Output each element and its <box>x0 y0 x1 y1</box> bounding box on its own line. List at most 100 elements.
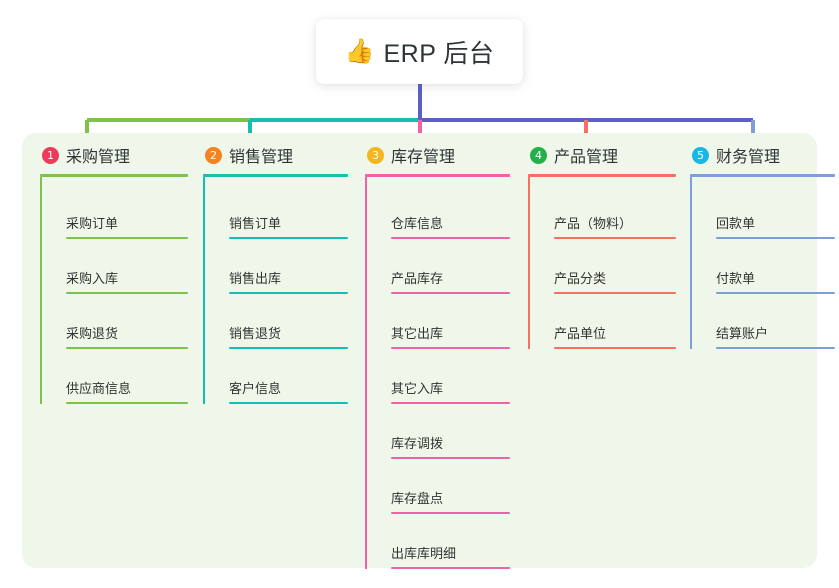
menu-item-label: 供应商信息 <box>66 381 132 396</box>
menu-item-rule <box>554 237 676 239</box>
menu-item-label: 采购退货 <box>66 326 119 341</box>
menu-item-rule <box>716 292 835 294</box>
menu-item[interactable]: 销售退货 <box>203 294 348 349</box>
menu-item[interactable]: 采购退货 <box>40 294 188 349</box>
menu-item-rule <box>66 402 188 404</box>
column-2: 2 销售管理销售订单销售出库销售退货客户信息 <box>203 142 348 404</box>
menu-item-rule <box>66 292 188 294</box>
menu-item[interactable]: 其它出库 <box>365 294 510 349</box>
menu-item-label: 库存调拨 <box>391 436 444 451</box>
menu-item-rule <box>66 347 188 349</box>
menu-item-label: 采购入库 <box>66 271 119 286</box>
menu-item-rule <box>66 237 188 239</box>
menu-item-rule <box>229 292 348 294</box>
menu-item-label: 产品库存 <box>391 271 444 286</box>
column-badge-icon: 2 <box>205 146 222 164</box>
menu-item-label: 产品单位 <box>554 326 607 341</box>
menu-item-label: 销售订单 <box>229 216 282 231</box>
menu-item-label: 仓库信息 <box>391 216 444 231</box>
column-header-1[interactable]: 1 采购管理 <box>40 142 188 168</box>
column-header-rule <box>203 174 348 177</box>
column-header-rule <box>690 174 835 177</box>
menu-item-label: 采购订单 <box>66 216 119 231</box>
menu-item-label: 回款单 <box>716 216 756 231</box>
diagram-panel <box>22 133 817 568</box>
menu-item[interactable]: 库存调拨 <box>365 404 510 459</box>
thumbs-up-icon: 👍 <box>344 37 375 65</box>
menu-item-label: 出库库明细 <box>391 546 457 561</box>
menu-item[interactable]: 客户信息 <box>203 349 348 404</box>
menu-item-rule <box>716 347 835 349</box>
column-title: 产品管理 <box>554 149 619 166</box>
menu-item[interactable]: 产品（物料） <box>528 177 676 239</box>
menu-item[interactable]: 供应商信息 <box>40 349 188 404</box>
column-items: 仓库信息产品库存其它出库其它入库库存调拨库存盘点出库库明细 <box>365 177 510 569</box>
menu-item[interactable]: 采购入库 <box>40 239 188 294</box>
menu-item-rule <box>554 292 676 294</box>
menu-item-label: 其它出库 <box>391 326 444 341</box>
root-node-card[interactable]: 👍 ERP 后台 <box>316 19 523 84</box>
menu-item-rule <box>716 237 835 239</box>
menu-item-label: 库存盘点 <box>391 491 444 506</box>
menu-item-label: 结算账户 <box>716 326 769 341</box>
column-title: 库存管理 <box>391 149 456 166</box>
menu-item[interactable]: 采购订单 <box>40 177 188 239</box>
column-header-2[interactable]: 2 销售管理 <box>203 142 348 168</box>
column-spine <box>365 177 367 569</box>
column-badge-icon: 4 <box>530 146 547 164</box>
menu-item-label: 产品（物料） <box>554 216 633 231</box>
menu-item[interactable]: 产品单位 <box>528 294 676 349</box>
menu-item-label: 其它入库 <box>391 381 444 396</box>
menu-item-rule <box>391 402 510 404</box>
menu-item[interactable]: 产品库存 <box>365 239 510 294</box>
column-spine <box>203 177 205 404</box>
column-title: 销售管理 <box>229 149 294 166</box>
column-title: 财务管理 <box>716 149 781 166</box>
menu-item[interactable]: 回款单 <box>690 177 835 239</box>
column-items: 销售订单销售出库销售退货客户信息 <box>203 177 348 404</box>
menu-item-rule <box>391 292 510 294</box>
menu-item[interactable]: 销售订单 <box>203 177 348 239</box>
menu-item-rule <box>229 347 348 349</box>
menu-item-label: 付款单 <box>716 271 756 286</box>
menu-item-label: 销售退货 <box>229 326 282 341</box>
column-badge-icon: 3 <box>367 146 384 164</box>
column-header-3[interactable]: 3 库存管理 <box>365 142 510 168</box>
column-spine <box>40 177 42 404</box>
column-items: 采购订单采购入库采购退货供应商信息 <box>40 177 188 404</box>
menu-item[interactable]: 产品分类 <box>528 239 676 294</box>
column-header-4[interactable]: 4 产品管理 <box>528 142 676 168</box>
menu-item-rule <box>229 402 348 404</box>
column-4: 4 产品管理产品（物料） 产品分类产品单位 <box>528 142 676 349</box>
menu-item-rule <box>391 457 510 459</box>
menu-item-label: 客户信息 <box>229 381 282 396</box>
column-title: 采购管理 <box>66 149 131 166</box>
menu-item-rule <box>229 237 348 239</box>
column-3: 3 库存管理仓库信息产品库存其它出库其它入库库存调拨库存盘点出库库明细 <box>365 142 510 569</box>
column-header-rule <box>528 174 676 177</box>
menu-item-label: 销售出库 <box>229 271 282 286</box>
column-1: 1 采购管理采购订单采购入库采购退货供应商信息 <box>40 142 188 404</box>
menu-item[interactable]: 库存盘点 <box>365 459 510 514</box>
menu-item[interactable]: 其它入库 <box>365 349 510 404</box>
menu-item[interactable]: 仓库信息 <box>365 177 510 239</box>
column-spine <box>528 177 530 349</box>
column-header-rule <box>40 174 188 177</box>
menu-item-rule <box>391 237 510 239</box>
menu-item-rule <box>391 567 510 569</box>
menu-item-rule <box>391 512 510 514</box>
column-items: 回款单付款单结算账户 <box>690 177 835 349</box>
menu-item-rule <box>554 347 676 349</box>
menu-item-rule <box>391 347 510 349</box>
root-title: ERP 后台 <box>383 39 495 68</box>
menu-item[interactable]: 销售出库 <box>203 239 348 294</box>
menu-item[interactable]: 付款单 <box>690 239 835 294</box>
column-items: 产品（物料） 产品分类产品单位 <box>528 177 676 349</box>
column-badge-icon: 1 <box>42 146 59 164</box>
menu-item[interactable]: 出库库明细 <box>365 514 510 569</box>
menu-item[interactable]: 结算账户 <box>690 294 835 349</box>
column-spine <box>690 177 692 349</box>
column-header-rule <box>365 174 510 177</box>
